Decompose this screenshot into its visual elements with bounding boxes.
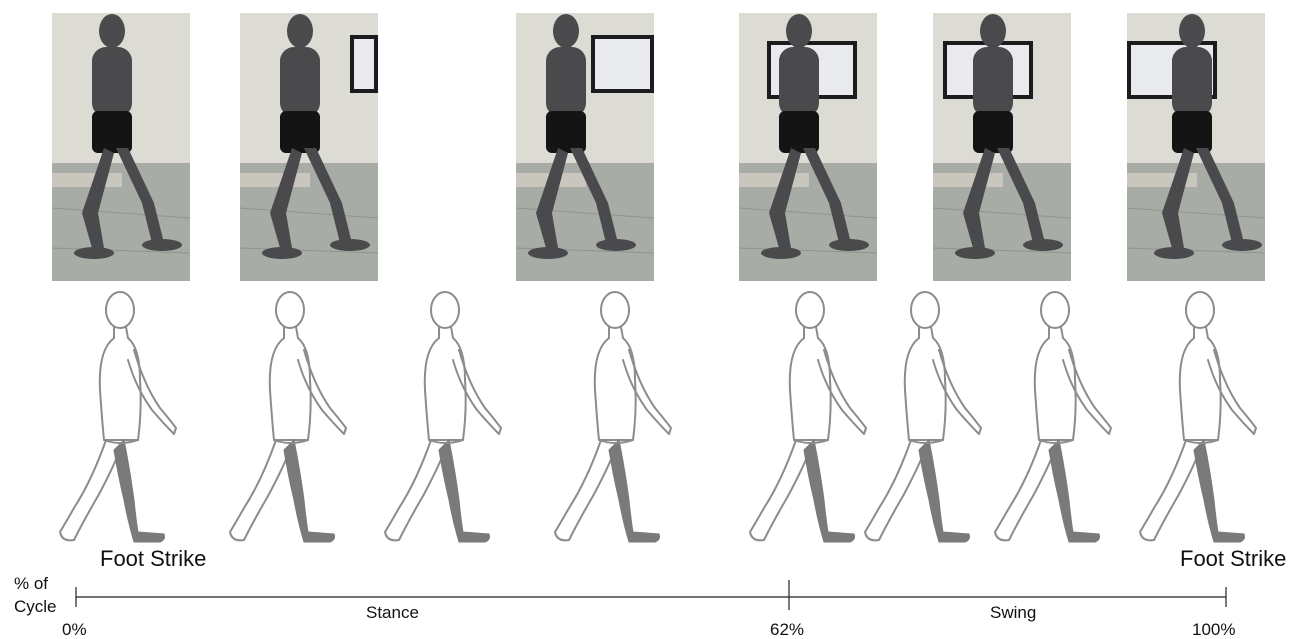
head [430,291,460,329]
neck [1048,326,1064,339]
lead-leg-shaded [283,438,335,543]
hip-line [1183,439,1219,444]
arm [622,349,672,435]
percent-label-100: 100% [1192,620,1236,639]
arm [932,349,982,435]
trail-leg [749,439,811,542]
gait-figures [59,291,1257,543]
neck [113,326,129,339]
head [105,291,135,329]
trail-leg [59,439,121,542]
percent-label-0: 0% [62,620,87,639]
head [600,291,630,329]
head [275,291,305,329]
head [1185,291,1215,329]
walking-figure-8 [1139,291,1257,543]
percent-label-62: 62% [770,620,805,639]
lead-leg-shaded [803,438,855,543]
walking-figure-5 [749,291,867,543]
trail-leg [864,439,926,542]
head [795,291,825,329]
neck [283,326,299,339]
trail-leg [384,439,446,542]
photo-frame-2 [240,13,378,281]
trail-leg [229,439,291,542]
walking-figure-3 [384,291,502,543]
arm [452,349,502,435]
hip-line [428,439,464,444]
neck [608,326,624,339]
arm [297,349,347,435]
phase-label-stance: Stance [366,603,419,622]
axis-title-line1: % of [14,574,49,593]
neck [803,326,819,339]
hip-line [908,439,944,444]
arm [1207,349,1257,435]
hip-line [598,439,634,444]
photo-frame-6 [1127,13,1265,281]
hip-line [273,439,309,444]
arm [127,349,177,435]
hip-line [793,439,829,444]
trail-leg [994,439,1056,542]
neck [1193,326,1209,339]
hip-line [103,439,139,444]
foot-strike-label-start: Foot Strike [100,546,207,571]
gait-cycle-axis [75,580,1227,610]
walking-figure-2 [229,291,347,543]
lead-leg-shaded [918,438,970,543]
photo-frame-1 [52,13,190,281]
arm [1062,349,1112,435]
photo-frame-4 [739,13,877,281]
lead-leg-shaded [608,438,660,543]
trail-leg [554,439,616,542]
lead-leg-shaded [1193,438,1245,543]
walking-figure-7 [994,291,1112,543]
photo-frame-5 [933,13,1071,281]
walking-figure-1 [59,291,177,543]
axis-title-line2: Cycle [14,597,57,616]
hip-line [1038,439,1074,444]
walking-figure-4 [554,291,672,543]
foot-strike-label-end: Foot Strike [1180,546,1287,571]
head [1040,291,1070,329]
head [910,291,940,329]
lead-leg-shaded [1048,438,1100,543]
neck [438,326,454,339]
walking-figure-6 [864,291,982,543]
lead-leg-shaded [438,438,490,543]
arm [817,349,867,435]
neck [918,326,934,339]
phase-label-swing: Swing [990,603,1037,622]
photo-frame-3 [516,13,654,281]
trail-leg [1139,439,1201,542]
lead-leg-shaded [113,438,165,543]
